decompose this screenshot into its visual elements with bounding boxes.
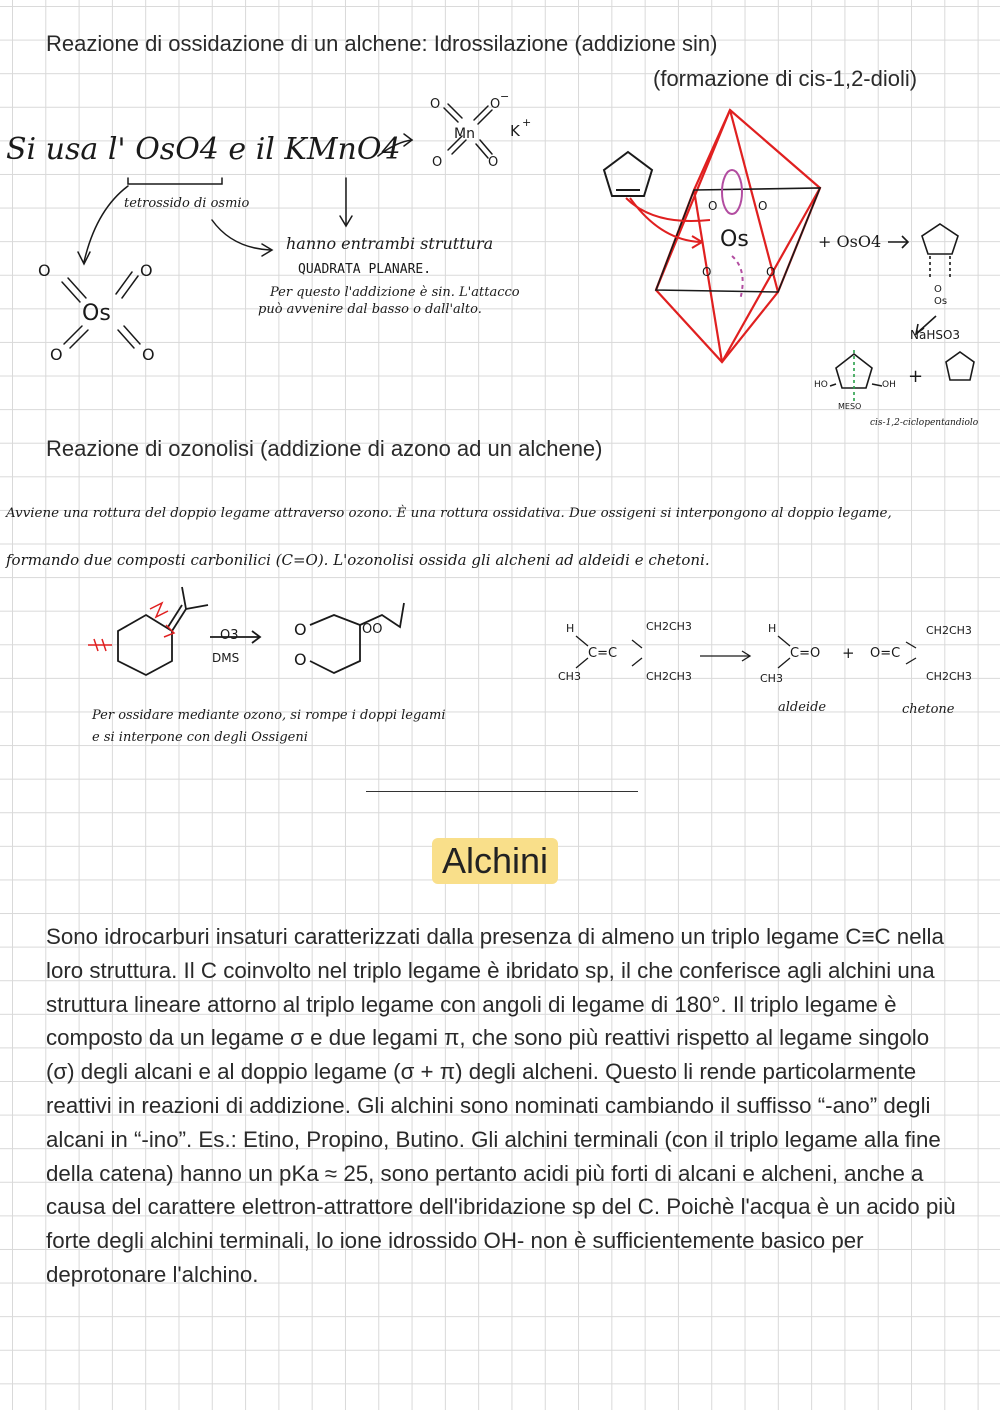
osmate-ester-and-diols: O Os xyxy=(888,223,975,381)
svg-text:O: O xyxy=(142,345,155,364)
svg-text:O: O xyxy=(50,345,63,364)
note-osmium-tetroxide: tetrossido di osmio xyxy=(124,196,250,211)
aldehyde-ch3: CH3 xyxy=(760,672,783,685)
label-ho: HO xyxy=(814,380,828,390)
reactant-ch2ch3-top: CH2CH3 xyxy=(646,620,692,633)
svg-text:OO: OO xyxy=(362,622,382,637)
alkynes-heading: Alchini xyxy=(432,838,559,884)
aldehyde-c-eq-o: C=O xyxy=(790,646,821,661)
reagent-dms: DMS xyxy=(212,651,240,665)
hydroxylation-annotation-drawing: O O Os O O O O − Mn K+ O O xyxy=(38,90,531,364)
ketone-ch2ch3-top: CH2CH3 xyxy=(926,624,972,637)
svg-text:+: + xyxy=(522,116,531,129)
plus-sign-ozonolysis: + xyxy=(842,644,855,662)
svg-text:O: O xyxy=(758,199,767,213)
label-oh: OH xyxy=(882,380,896,390)
reactant-ch2ch3-bottom: CH2CH3 xyxy=(646,670,692,683)
section-divider xyxy=(366,791,638,792)
svg-text:O: O xyxy=(488,155,498,170)
svg-text:O: O xyxy=(708,199,717,213)
hydroxylation-subtitle: (formazione di cis-1,2-dioli) xyxy=(653,66,918,91)
svg-text:Os: Os xyxy=(720,227,749,252)
ozonolysis-note-line-2: e si interpone con degli Ossigeni xyxy=(92,730,308,745)
note-reagents-used: Si usa l' OsO4 e il KMnO4 xyxy=(6,132,401,167)
svg-text:O: O xyxy=(38,261,51,280)
note-structure-line-3: Per questo l'addizione è sin. L'attacco xyxy=(270,285,520,300)
ozonolysis-description-line-2: formando due composti carbonilici (C=O).… xyxy=(6,551,710,569)
svg-text:K: K xyxy=(510,122,521,140)
svg-text:O: O xyxy=(934,284,942,295)
svg-text:O: O xyxy=(490,97,500,112)
reactant-ch3: CH3 xyxy=(558,670,581,683)
meso-diol-structure xyxy=(829,350,883,402)
reagent-oso4: + OsO4 xyxy=(818,232,882,251)
svg-text:Mn: Mn xyxy=(454,126,475,142)
label-product-name: cis-1,2-ciclopentandiolo xyxy=(870,418,979,428)
ozonolysis-description-line-1: Avviene una rottura del doppio legame at… xyxy=(6,506,892,521)
hydroxylation-title: Reazione di ossidazione di un alchene: I… xyxy=(46,31,718,56)
ozonolysis-title: Reazione di ozonolisi (addizione di azon… xyxy=(46,436,603,461)
note-structure-line-2: QUADRATA PLANARE. xyxy=(298,262,432,277)
label-ketone: chetone xyxy=(902,702,955,717)
aldehyde-h: H xyxy=(768,622,777,635)
plus-sign: + xyxy=(908,366,924,387)
reductant-nahso3: NaHSO3 xyxy=(910,328,961,342)
reagent-o3: O3 xyxy=(220,628,239,643)
label-meso: MESO xyxy=(838,402,862,411)
svg-text:O: O xyxy=(702,265,711,279)
ozonolysis-cyclohexylidene-reaction: O O OO xyxy=(88,586,405,677)
reactant-h: H xyxy=(566,622,575,635)
ozonolysis-note-line-1: Per ossidare mediante ozono, si rompe i … xyxy=(92,708,446,723)
reactant-c-eq-c: C=C xyxy=(588,646,618,661)
ketone-o-eq-c: O=C xyxy=(870,646,901,661)
svg-text:O: O xyxy=(294,650,307,669)
note-structure-line-4: può avvenire dal basso o dall'alto. xyxy=(258,302,482,317)
osmium-octahedron-mechanism: O O Os O O xyxy=(602,108,822,364)
svg-text:O: O xyxy=(140,261,153,280)
svg-text:Os: Os xyxy=(82,301,111,326)
note-structure-line-1: hanno entrambi struttura xyxy=(286,234,494,253)
svg-text:O: O xyxy=(432,155,442,170)
svg-text:O: O xyxy=(294,620,307,639)
label-aldehyde: aldeide xyxy=(778,700,827,715)
svg-text:Os: Os xyxy=(934,296,947,307)
ketone-ch2ch3-bottom: CH2CH3 xyxy=(926,670,972,683)
svg-text:O: O xyxy=(766,265,775,279)
alkynes-paragraph: Sono idrocarburi insaturi caratterizzati… xyxy=(46,924,956,1287)
alkene-ozonolysis-bonds xyxy=(575,635,917,669)
svg-text:O: O xyxy=(430,97,440,112)
svg-text:−: − xyxy=(500,90,509,103)
